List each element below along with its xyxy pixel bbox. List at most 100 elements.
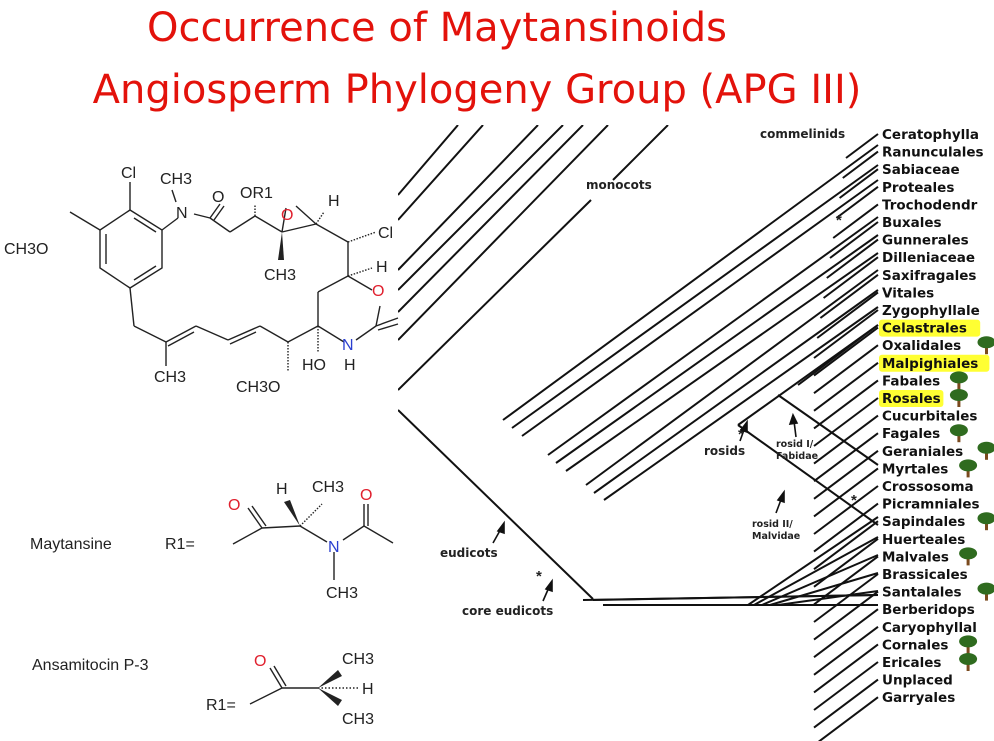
- leaf-huerteales: Huerteales: [882, 532, 965, 548]
- ansamitocin-wedge-up: [318, 670, 342, 688]
- leaf-branch: [839, 168, 879, 199]
- atom-cl-right: Cl: [378, 225, 393, 242]
- leaf-zygophyllale: Zygophyllale: [882, 303, 980, 319]
- highlight-marker: [879, 354, 990, 372]
- atom-h-right: H: [376, 259, 388, 276]
- leaf-label: Crossosoma: [882, 479, 974, 495]
- backbone-branch: [603, 306, 879, 501]
- atom-nh: N: [342, 337, 354, 354]
- backbone-branch: [511, 164, 879, 429]
- tree-trunk-icon: [957, 434, 961, 443]
- maytansine-wedge: [284, 500, 300, 526]
- backbone-branch: [585, 269, 879, 486]
- leaf-label: Cucurbitales: [882, 409, 977, 425]
- highlight-marker: [879, 390, 944, 407]
- atom-ring-o: O: [372, 283, 384, 300]
- tree-trunk-icon: [957, 381, 961, 390]
- woody-tree-icon: [959, 459, 978, 472]
- leaf-ericales: Ericales: [882, 653, 978, 671]
- leaf-branch: [817, 696, 879, 741]
- tree-trunk-icon: [966, 469, 970, 478]
- leaf-label: Ericales: [882, 655, 941, 671]
- leaf-santalales: Santalales: [882, 582, 994, 601]
- leaf-branch: [813, 449, 879, 500]
- maytansine-ch3-n: CH3: [326, 585, 358, 602]
- leaf-ceratophylla: Ceratophylla: [882, 127, 979, 143]
- leaf-branch: [813, 573, 879, 623]
- backbone-branch: [555, 234, 879, 464]
- leaf-branch: [813, 590, 879, 641]
- leaf-rosales: Rosales: [879, 389, 968, 407]
- backbone-branch: [565, 252, 879, 472]
- leaf-label: Vitales: [882, 285, 934, 301]
- leaf-branch: [813, 379, 879, 430]
- leaf-label: Rosales: [882, 391, 941, 407]
- leaf-sabiaceae: Sabiaceae: [882, 162, 960, 178]
- leaf-sapindales: Sapindales: [882, 512, 994, 531]
- leaf-label: Celastrales: [882, 321, 967, 337]
- leaf-label: Cornales: [882, 637, 948, 653]
- leaf-labels: CeratophyllaRanunculalesSabiaceaeProteal…: [879, 127, 994, 706]
- atom-h-epoxide: H: [328, 193, 340, 210]
- leaf-branch: [813, 678, 879, 729]
- backbone-branch: [612, 125, 669, 181]
- leaf-branch: [813, 485, 879, 535]
- leaf-vitales: Vitales: [882, 285, 934, 301]
- clade-label-rosid-i-line1: rosid I/: [776, 439, 814, 450]
- atom-ch3o: CH3O: [4, 241, 48, 258]
- tree-trunk-icon: [985, 522, 988, 531]
- leaf-picramniales: Picramniales: [882, 497, 980, 513]
- leaf-label: Brassicales: [882, 567, 968, 583]
- leaf-myrtales: Myrtales: [882, 459, 978, 478]
- leaf-branch: [816, 291, 879, 339]
- backbone-branch: [398, 125, 484, 221]
- atom-ch3-bottom: CH3: [154, 369, 186, 386]
- tree-trunk-icon: [966, 557, 970, 566]
- maytansine-bonds: [232, 503, 394, 580]
- backbone-branch: [398, 125, 564, 291]
- clade-label-rosids: rosids: [704, 444, 745, 458]
- backbone-branch: [398, 125, 584, 313]
- backbone-branch: [398, 125, 539, 271]
- clade-label-core-eudicots: core eudicots: [462, 604, 553, 618]
- arrow-head: [496, 520, 505, 535]
- clade-label-eudicots: eudicots: [440, 546, 498, 560]
- asterisk-mark: *: [836, 212, 842, 229]
- clade-label-rosid-i-line2: Fabidae: [776, 451, 818, 462]
- maytansine-label: Maytansine: [30, 536, 112, 553]
- leaf-branch: [813, 608, 879, 659]
- core-atom-labels: Cl CH3O CH3 N O OR1 O H Cl H CH3 O N H H…: [4, 165, 393, 396]
- leaf-label: Garryales: [882, 690, 955, 706]
- leaf-branch: [813, 520, 879, 571]
- leaf-label: Ranunculales: [882, 145, 984, 161]
- wedge-bond: [278, 232, 284, 260]
- ansamitocin-o: O: [254, 653, 266, 670]
- slide-title-line-1: Occurrence of Maytansinoids: [146, 5, 728, 51]
- leaf-branch: [832, 203, 879, 239]
- asterisk-mark: *: [536, 568, 542, 585]
- backbone-branch: [521, 179, 879, 437]
- leaf-unplaced: Unplaced: [882, 673, 953, 689]
- leaf-branch: [813, 643, 879, 694]
- backbone-branch: [398, 409, 594, 600]
- leaf-branch: [813, 625, 879, 676]
- woody-tree-icon: [959, 547, 978, 560]
- subclade-branch: [592, 594, 879, 601]
- maytansine-h: H: [276, 481, 288, 498]
- atom-nh-h: H: [344, 357, 356, 374]
- leaf-branch: [813, 326, 879, 377]
- atom-ch3-epoxide: CH3: [264, 267, 296, 284]
- leaf-oxalidales: Oxalidales: [882, 336, 994, 355]
- leaf-label: Proteales: [882, 180, 954, 196]
- leaf-label: Sapindales: [882, 514, 965, 530]
- woody-tree-icon: [977, 582, 994, 595]
- atom-ch3o-bottom: CH3O: [236, 379, 280, 396]
- subclade-branch: [737, 424, 879, 526]
- tree-branches: [398, 125, 879, 741]
- ansamitocin-ch3-top: CH3: [342, 651, 374, 668]
- atom-ho: HO: [302, 357, 326, 374]
- woody-tree-icon: [977, 441, 994, 454]
- backbone-branch: [398, 199, 592, 391]
- subclade-branch: [777, 394, 879, 466]
- maytansine-atom-labels: O H CH3 O N CH3: [228, 479, 372, 602]
